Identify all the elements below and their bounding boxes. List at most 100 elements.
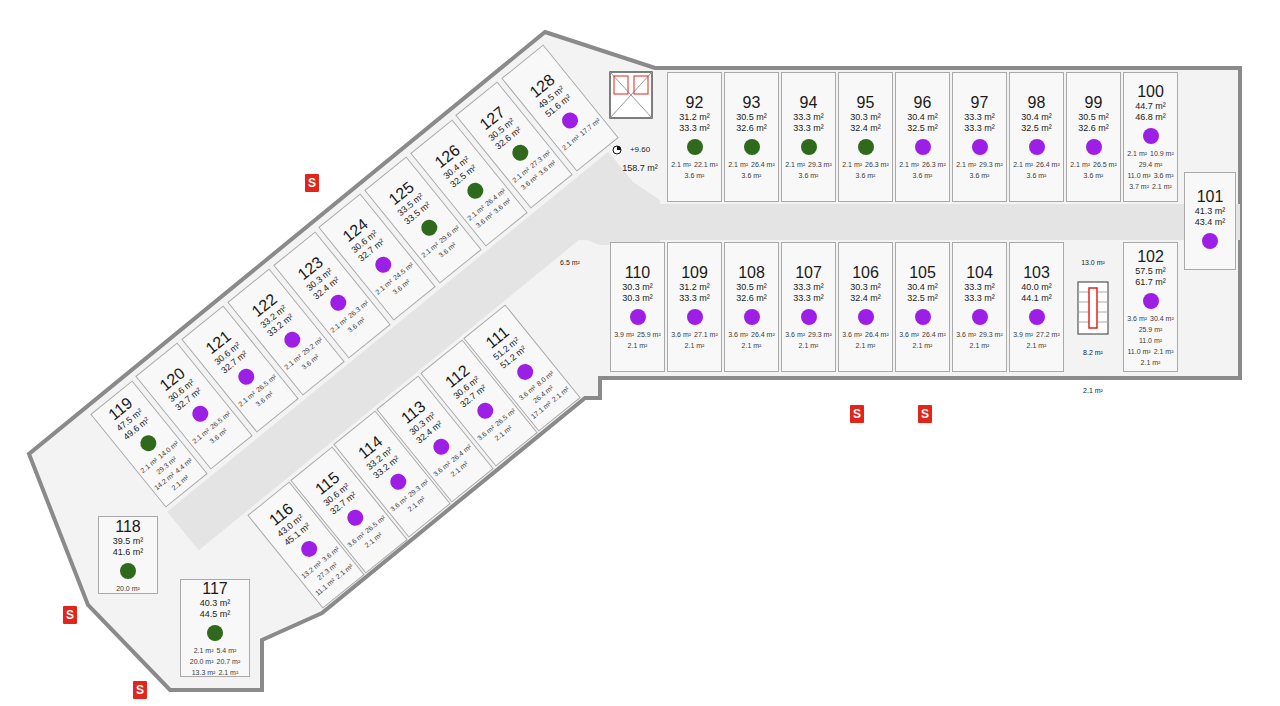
room-area: 41.3 m²	[1195, 206, 1226, 217]
area-label: 2.1 m²	[1070, 160, 1090, 169]
area-label-group: 2.1 m²29.3 m²3.6 m²	[955, 160, 1004, 180]
room-area: 30.3 m²	[850, 282, 881, 293]
area-label: 22.1 m²	[694, 160, 718, 169]
area-label: 3.6 m²	[437, 240, 458, 259]
status-dot	[120, 563, 136, 579]
area-label: 30.4 m²	[1150, 314, 1174, 323]
apartment-room: 9630.4 m²32.5 m²2.1 m²26.3 m²3.6 m²	[895, 72, 950, 202]
room-area: 33.3 m²	[964, 293, 995, 304]
room-area: 44.1 m²	[1021, 293, 1052, 304]
room-area: 31.2 m²	[679, 282, 710, 293]
area-label: 20.0 m²	[190, 657, 214, 666]
area-label-group: 3.9 m²25.9 m²2.1 m²	[613, 330, 662, 350]
area-label-group: 2.1 m²26.5 m²3.6 m²	[1069, 160, 1118, 180]
building-outline	[29, 32, 1240, 690]
section-marker: S	[305, 174, 319, 192]
area-label: 11.0 m²	[1127, 347, 1150, 356]
area-label: 2.1 m²	[799, 341, 819, 350]
room-area: 33.3 m²	[793, 282, 824, 293]
room-number: 94	[800, 94, 818, 112]
area-label-group: 2.1 m²22.1 m² 3.6 m²	[670, 160, 719, 180]
room-number: 100	[1137, 83, 1164, 101]
apartment-room: 9930.5 m²32.6 m² 2.1 m²26.5 m²3.6 m²	[1066, 72, 1121, 202]
room-number: 93	[743, 94, 761, 112]
room-area: 33.3 m²	[793, 112, 824, 123]
area-label: 2.1 m²	[671, 160, 691, 169]
status-dot	[281, 328, 304, 351]
status-dot	[972, 309, 988, 325]
room-area: 32.5 m²	[907, 293, 938, 304]
area-label: 3.6 m²	[856, 171, 876, 180]
area-label: 29.3 m²	[808, 160, 832, 169]
room-area: 32.4 m²	[850, 293, 881, 304]
status-dot	[1143, 293, 1159, 309]
area-label: 29.3 m²	[808, 330, 832, 339]
area-label: 2.1 m²	[492, 424, 513, 443]
stair	[1078, 282, 1108, 334]
area-label: 3.6 m²	[1127, 314, 1147, 323]
area-label-group: 3.6 m²29.3 m²2.1 m²	[955, 330, 1004, 350]
room-number: 104	[966, 264, 993, 282]
area-label: 3.6 m²	[685, 171, 705, 180]
area-label-group: 3.9 m²27.2 m²2.1 m²	[1012, 330, 1061, 350]
area-label: 2.1 m²	[1154, 347, 1174, 356]
section-marker: S	[63, 606, 77, 624]
plan-label: +9.60	[630, 145, 650, 155]
area-label: 3.6 m²	[970, 171, 990, 180]
status-dot	[344, 506, 367, 529]
apartment-room: 10044.7 m²46.8 m²2.1 m²10.9 m²29.4 m²11.…	[1123, 72, 1178, 202]
room-area: 32.5 m²	[907, 123, 938, 134]
area-label-group: 2.1 m²26.4 m²3.6 m²	[727, 160, 776, 180]
area-label: 11.1 m²	[312, 576, 336, 598]
status-dot	[559, 109, 582, 132]
area-label: 2.1 m²	[362, 530, 383, 549]
room-area: 44.7 m²	[1135, 101, 1166, 112]
room-area: 30.5 m²	[1078, 112, 1109, 123]
elevator-car	[634, 76, 648, 94]
area-label: 2.1 m²	[374, 277, 395, 296]
area-label: 3.9 m²	[614, 330, 634, 339]
area-label: 3.6 m²	[899, 330, 919, 339]
area-label-group: 3.6 m²26.4 m²2.1 m²	[841, 330, 890, 350]
status-dot	[687, 309, 703, 325]
room-area: 44.5 m²	[200, 609, 231, 620]
area-label: 3.6 m²	[1027, 171, 1047, 180]
status-dot	[744, 139, 760, 155]
room-area: 30.3 m²	[850, 112, 881, 123]
area-label: 2.1 m²	[685, 341, 705, 350]
area-label: 2.1 m²	[194, 646, 214, 655]
status-dot	[464, 179, 487, 202]
area-label: 11.0 m²	[1139, 336, 1162, 345]
area-label: 3.6 m²	[799, 171, 819, 180]
status-dot	[189, 403, 212, 426]
room-area: 32.5 m²	[1021, 123, 1052, 134]
room-number: 101	[1197, 188, 1224, 206]
area-label: 3.6 m²	[391, 277, 412, 296]
section-marker: S	[133, 681, 147, 699]
room-number: 99	[1085, 94, 1103, 112]
area-label: 2.1 m²	[191, 426, 212, 445]
area-label: 2.1 m²	[1127, 149, 1147, 158]
area-label: 3.6 m²	[728, 330, 748, 339]
room-area: 32.6 m²	[1078, 123, 1109, 134]
plan-label: 8.2 m²	[1083, 348, 1103, 357]
area-label: 26.4 m²	[751, 160, 775, 169]
status-dot	[1029, 139, 1045, 155]
area-label-group: 2.1 m²29.3 m²3.6 m²	[784, 160, 833, 180]
plan-label: 158.7 m²	[622, 163, 658, 174]
status-dot	[630, 309, 646, 325]
area-label: 17.1 m²	[529, 398, 553, 420]
area-label: 3.9 m²	[1013, 330, 1033, 339]
area-label: 3.6 m²	[742, 171, 762, 180]
room-area: 33.3 m²	[964, 123, 995, 134]
area-label: 2.1 m²	[1141, 358, 1161, 367]
area-label-group: 2.1 m²26.3 m²3.6 m²	[898, 160, 947, 180]
room-area: 30.3 m²	[622, 282, 653, 293]
room-number: 118	[115, 518, 141, 536]
level-mark	[613, 146, 621, 154]
area-label: 3.6 m²	[345, 315, 366, 334]
area-label: 29.4 m²	[1139, 160, 1163, 169]
apartment-room: 9830.4 m²32.5 m²2.1 m²26.4 m²3.6 m²	[1009, 72, 1064, 202]
area-label-group: 2.1 m²26.3 m²3.6 m²	[841, 160, 890, 180]
room-area: 41.6 m²	[113, 547, 144, 558]
